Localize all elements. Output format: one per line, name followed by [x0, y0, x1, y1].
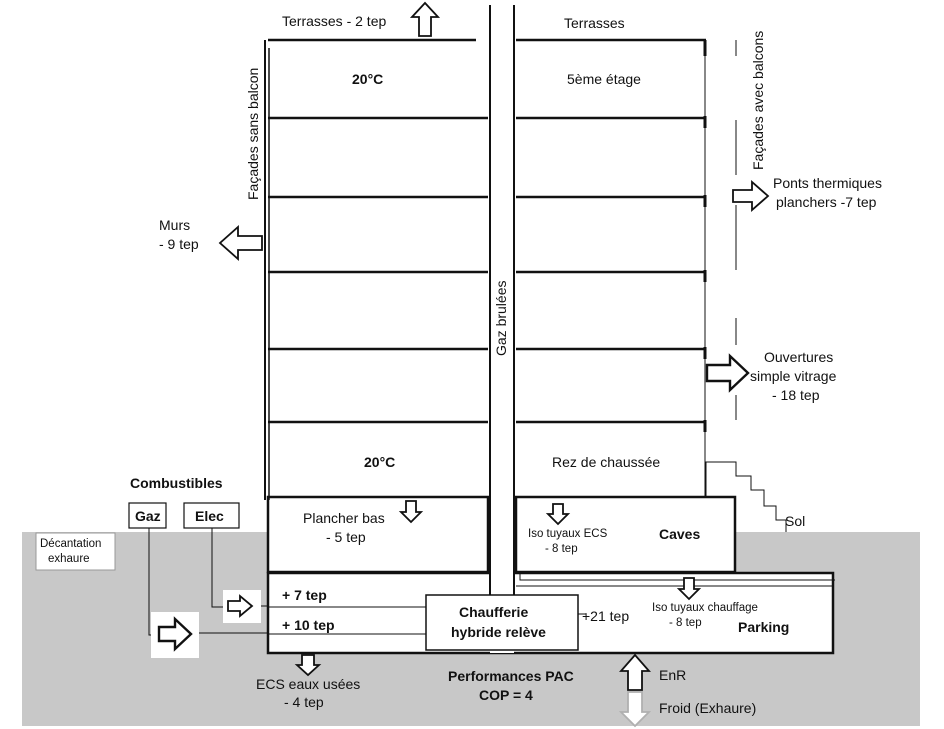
- gaz-brulees-label: Gaz brulées: [493, 281, 509, 356]
- gaz-arrow-right-icon: [157, 616, 193, 652]
- arrows: [157, 1, 770, 728]
- murs-label: Murs: [159, 217, 190, 233]
- exhaure-label: exhaure: [48, 553, 90, 565]
- plus7-label: + 7 tep: [282, 587, 327, 603]
- facade-right-balconies: [703, 40, 737, 497]
- plancher-bas-label: Plancher bas: [303, 510, 385, 526]
- floor-lines-right: [516, 38, 706, 424]
- cop-label: COP = 4: [479, 687, 533, 703]
- basement-left: [266, 495, 490, 574]
- enr-label: EnR: [659, 667, 686, 683]
- chaufferie-label: Chaufferie: [459, 604, 528, 620]
- murs-value-label: - 9 tep: [159, 236, 199, 252]
- plus10-label: + 10 tep: [282, 617, 335, 633]
- elec-label: Elec: [195, 508, 224, 524]
- terrasses-left-label: Terrasses - 2 tep: [282, 13, 386, 29]
- left-tower: [268, 40, 488, 500]
- temp-top-label: 20°C: [352, 71, 383, 87]
- floor-lines-left: [268, 38, 488, 424]
- combustibles-label: Combustibles: [130, 475, 223, 491]
- caves-label: Caves: [659, 526, 700, 542]
- ponts-planchers-label: planchers -7 tep: [776, 194, 877, 210]
- elec-box: [183, 502, 240, 529]
- etage5-label: 5ème étage: [567, 71, 641, 87]
- plancher-bas-value-label: - 5 tep: [326, 529, 366, 545]
- hybride-releve-label: hybride relève: [451, 624, 546, 640]
- decantation-box: [35, 532, 116, 571]
- terrasses-right-label: Terrasses: [564, 15, 625, 31]
- rdc-label: Rez de chaussée: [552, 454, 660, 470]
- gaz-box: [128, 502, 167, 529]
- parking-label: Parking: [738, 619, 789, 635]
- elec-arrow-right-icon: [227, 594, 254, 618]
- iso-ecs-arrow-down-icon: [545, 503, 571, 526]
- ecs-value-label: - 4 tep: [284, 694, 324, 710]
- chaufferie-box: [425, 594, 579, 651]
- iso-ecs-value-label: - 8 tep: [545, 543, 578, 555]
- gaz-label: Gaz: [135, 508, 161, 524]
- decantation-label: Décantation: [40, 538, 101, 550]
- sol-label: Sol: [785, 513, 805, 529]
- perf-pac-label: Performances PAC: [448, 668, 574, 684]
- iso-chauffage-arrow-down-icon: [676, 577, 702, 601]
- froid-label: Froid (Exhaure): [659, 700, 756, 716]
- ecs-label: ECS eaux usées: [256, 676, 360, 692]
- fuel-pipes: [148, 528, 835, 636]
- iso-chauffage-value-label: - 8 tep: [669, 617, 702, 629]
- enr-arrow-up-icon: [619, 653, 651, 691]
- temp-rdc-label: 20°C: [364, 454, 395, 470]
- plancher-bas-arrow-down-icon: [398, 500, 424, 524]
- soil-steps: [705, 461, 787, 532]
- ouvertures-label: Ouvertures: [764, 349, 833, 365]
- simple-vitrage-label: simple vitrage: [750, 368, 837, 384]
- ecs-arrow-down-icon: [294, 654, 322, 677]
- murs-arrow-left-icon: [218, 224, 263, 262]
- ponts-arrow-right-icon: [732, 180, 770, 212]
- iso-chauffage-label: Iso tuyaux chauffage: [652, 602, 758, 614]
- plus21-label: +21 tep: [582, 608, 629, 624]
- froid-arrow-down-icon: [618, 691, 652, 728]
- facades-avec-balcons-label: Façades avec balcons: [750, 31, 766, 170]
- ponts-thermiques-label: Ponts thermiques: [773, 175, 882, 191]
- iso-ecs-label: Iso tuyaux ECS: [528, 528, 608, 540]
- facades-sans-balcon-label: Façades sans balcon: [245, 68, 261, 200]
- right-tower: [516, 40, 706, 500]
- ouvertures-value-label: - 18 tep: [772, 387, 820, 403]
- ouvertures-arrow-right-icon: [705, 353, 750, 393]
- caves-block: [514, 495, 737, 574]
- terrasses-arrow-up-icon: [409, 1, 441, 37]
- chimney: [490, 5, 514, 653]
